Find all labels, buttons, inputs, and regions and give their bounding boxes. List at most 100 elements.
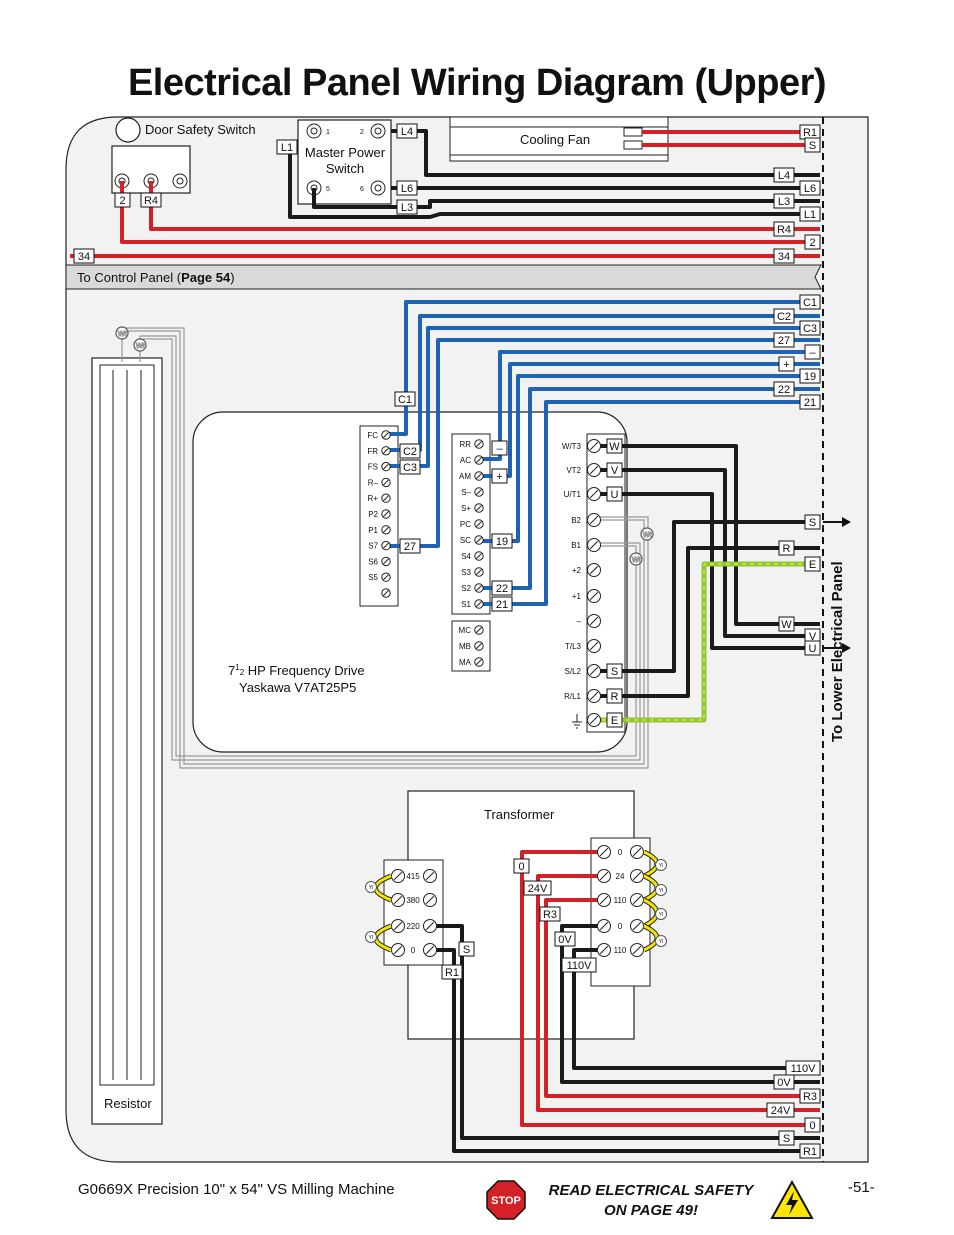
- transformer-primary-screw: [391, 919, 405, 933]
- svg-text:C1: C1: [398, 394, 412, 406]
- vfd-power-terminal-label: R/L1: [564, 692, 581, 701]
- vfd-power-terminal-label: +1: [572, 592, 582, 601]
- svg-text:R1: R1: [803, 1146, 817, 1158]
- vfd-power-terminal-label: S/L2: [565, 667, 582, 676]
- safety-notice-line2: ON PAGE 49!: [604, 1202, 698, 1219]
- svg-text:R3: R3: [543, 909, 557, 921]
- wire-tag-r4: R4: [773, 221, 795, 237]
- screw-icon: [370, 180, 386, 196]
- footer-machine-name: G0669X Precision 10" x 54" VS Milling Ma…: [78, 1181, 395, 1198]
- wire-tag-c1: C1: [394, 391, 416, 407]
- transformer-primary-screw: [391, 893, 405, 907]
- control-panel-banner: To Control Panel (Page 54): [65, 264, 822, 290]
- wire-tag-b110v: 110V: [785, 1060, 821, 1076]
- vfd-terminal-label: FR: [367, 447, 378, 456]
- vfd-terminal-label: PC: [460, 520, 471, 529]
- wire-tag-s: S: [804, 137, 821, 153]
- wire-tag-t22: 22: [773, 381, 795, 397]
- vfd-terminal-label: R+: [368, 494, 379, 503]
- vfd-terminal-screw: [474, 567, 484, 577]
- wire-tag-tr_24v: 24V: [523, 880, 552, 896]
- vfd-terminal-label: SC: [460, 536, 471, 545]
- svg-text:V: V: [611, 465, 619, 477]
- vfd-terminal-screw: [474, 439, 484, 449]
- vfd-terminal-screw: [474, 625, 484, 635]
- svg-text:27: 27: [778, 335, 790, 347]
- vfd-power-terminal-screw: [587, 614, 601, 628]
- vfd-power-terminal-screw: [587, 538, 601, 552]
- transformer-secondary-label: 110: [614, 946, 627, 955]
- vfd-terminal-screw: [381, 493, 391, 503]
- vfd-terminal-screw: [474, 455, 484, 465]
- vfd-terminal-label: S3: [461, 568, 471, 577]
- switch-terminal-2: 2: [360, 129, 364, 136]
- wire-tag-c2: C2: [399, 443, 421, 459]
- svg-text:0: 0: [809, 1120, 815, 1132]
- wire-tag-c2: C2: [773, 308, 795, 324]
- vfd-power-terminal-screw: [587, 689, 601, 703]
- resistor-wiring: Wt Wt Wt Wt: [115, 326, 654, 769]
- lower-panel-label: To Lower Electrical Panel: [829, 561, 846, 742]
- svg-text:Wt: Wt: [643, 532, 652, 539]
- vfd-power-terminal-screw: [587, 463, 601, 477]
- svg-text:S: S: [463, 944, 470, 956]
- svg-text:E: E: [611, 715, 618, 727]
- wire-tag-br3: R3: [799, 1088, 821, 1104]
- wire-tag-t19: 19: [799, 368, 821, 384]
- vfd-terminal-screw: [381, 525, 391, 535]
- svg-text:S: S: [809, 140, 816, 152]
- svg-text:0V: 0V: [558, 934, 572, 946]
- transformer-secondary-label: 0: [618, 848, 623, 857]
- vfd-terminal-screw: [381, 430, 391, 440]
- wire-tag-t22: 22: [491, 580, 513, 596]
- cooling-fan-label: Cooling Fan: [520, 132, 590, 147]
- svg-text:S: S: [611, 666, 618, 678]
- wire-tag-l6: L6: [396, 180, 418, 196]
- svg-text:22: 22: [778, 384, 790, 396]
- screw-icon: [172, 173, 188, 189]
- vfd-terminal-screw: [381, 461, 391, 472]
- svg-text:Yl: Yl: [659, 863, 663, 869]
- transformer-secondary-label: 24: [616, 872, 625, 881]
- svg-text:0: 0: [518, 861, 524, 873]
- wire-tag-door_2: 2: [114, 192, 131, 208]
- wire-tag-bus_34: 34: [73, 248, 95, 264]
- vfd-power-terminal-screw: [587, 439, 601, 453]
- svg-text:C3: C3: [403, 462, 417, 474]
- resistor-label: Resistor: [104, 1096, 152, 1111]
- switch-terminal-1: 1: [326, 129, 330, 136]
- svg-text:R: R: [611, 691, 619, 703]
- svg-text:L6: L6: [804, 183, 816, 195]
- transformer-primary-screw: [391, 869, 405, 883]
- svg-text:C2: C2: [403, 446, 417, 458]
- vfd-power-terminal-label: W/T3: [562, 442, 582, 451]
- wire-tag-plus: +: [491, 468, 508, 484]
- transformer-secondary-screw: [597, 919, 611, 933]
- jumper-label-icon: Yl: [655, 908, 667, 920]
- switch-terminal-6: 6: [360, 186, 364, 193]
- wire-tag-l4: L4: [396, 123, 418, 139]
- vfd-terminal-label: S1: [461, 600, 471, 609]
- safety-notice-line1: READ ELECTRICAL SAFETY: [548, 1182, 754, 1199]
- power-wiring: [594, 444, 820, 698]
- master-power-switch: 1 2 5 6 Master Power Switch: [297, 119, 392, 205]
- screw-icon: [370, 123, 386, 139]
- svg-text:R1: R1: [445, 967, 459, 979]
- svg-text:Wt: Wt: [136, 343, 145, 350]
- wire-tag-t27: 27: [399, 538, 421, 554]
- vfd-terminal-screw: [474, 503, 484, 513]
- transformer-secondary-screw: [630, 845, 644, 859]
- vfd-terminal-label: P2: [368, 510, 378, 519]
- vfd-terminal-label: P1: [368, 526, 378, 535]
- resistor: Resistor: [91, 357, 163, 1125]
- footer-page-number: -51-: [848, 1179, 875, 1196]
- svg-text:Yl: Yl: [369, 885, 373, 891]
- transformer-primary-label: 415: [406, 872, 420, 881]
- wire-tag-tr_r1: R1: [441, 964, 463, 980]
- vfd-power-terminal-label: U/T1: [564, 490, 582, 499]
- svg-text:U: U: [611, 489, 619, 501]
- wire-tag-s2: S: [804, 514, 821, 530]
- svg-text:24V: 24V: [528, 883, 548, 895]
